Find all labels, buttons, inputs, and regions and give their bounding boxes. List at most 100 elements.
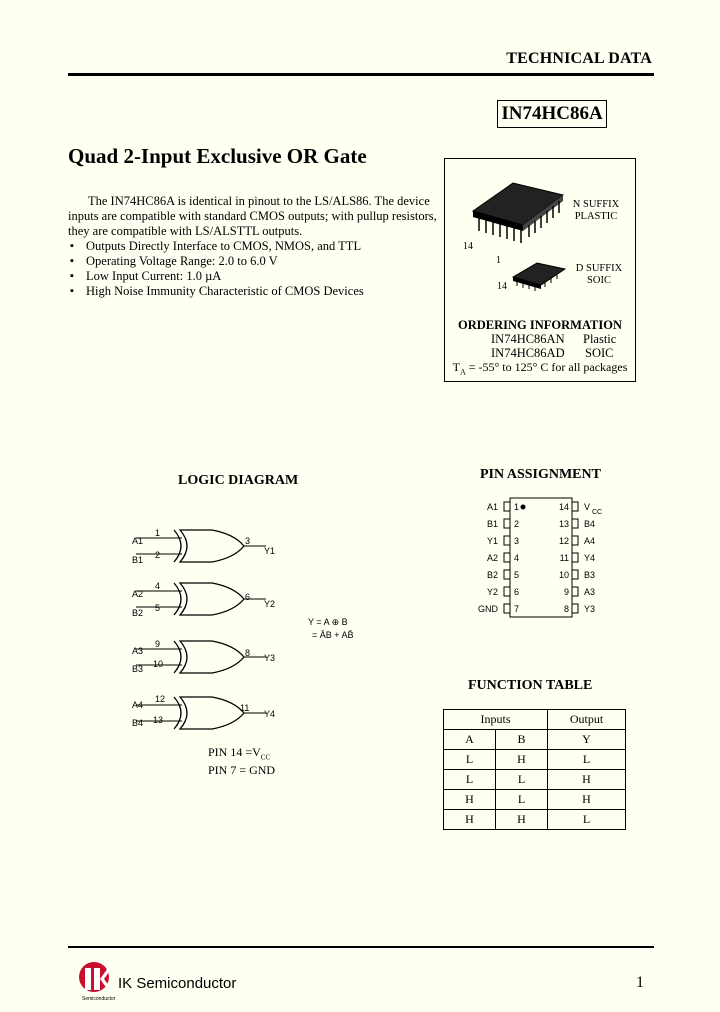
table-cell: L (443, 769, 496, 790)
feature-item: Operating Voltage Range: 2.0 to 6.0 V (68, 254, 438, 269)
package-ordering-box: 14 1 14 N SUFFIX PLASTIC D SUFFIX SOIC O… (444, 158, 636, 382)
pin-name-right: B4 (584, 519, 595, 529)
pin-number-left: 3 (514, 536, 519, 546)
temp-suffix: = -55° to 125° C for all packages (465, 360, 628, 374)
feature-item: Low Input Current: 1.0 µA (68, 269, 438, 284)
ordering-row-part: IN74HC86AN (491, 332, 565, 346)
n-suffix-type: PLASTIC (574, 211, 618, 222)
table-row: L H L (443, 749, 626, 770)
package-drawings: 14 1 14 (463, 182, 567, 292)
pin-gnd-note: PIN 7 = GND (208, 763, 276, 778)
pin-name-left: A2 (487, 553, 498, 563)
pin-vcc-text: PIN 14 =V (208, 745, 261, 759)
gate-pin-number: 11 (240, 703, 249, 713)
logo-wordmark: Semiconductor (82, 996, 116, 1002)
pin-stub-right (571, 501, 579, 512)
pin-stub-left (503, 518, 511, 529)
intro-paragraph: The IN74HC86A is identical in pinout to … (68, 194, 437, 238)
gate-input-label: A4 (132, 700, 143, 710)
pin-stub-right (571, 535, 579, 546)
pin-name-sub: CC (592, 509, 602, 516)
intro-section: The IN74HC86A is identical in pinout to … (68, 194, 438, 299)
function-table-title: FUNCTION TABLE (468, 678, 593, 693)
inputs-header: Inputs (443, 709, 548, 730)
ik-logo-icon (79, 962, 112, 992)
pin-number-right: 14 (559, 502, 569, 512)
pin-name-right: A4 (584, 536, 595, 546)
gate-pin-number: 1 (155, 528, 160, 538)
pin-number-left: 6 (514, 587, 519, 597)
gate-pin-number: 13 (153, 715, 163, 725)
gate-output-label: Y3 (264, 653, 275, 663)
pin-vcc-note: PIN 14 =VCC (208, 746, 275, 764)
function-table: Inputs Output A B Y L H L L L H H L H H … (443, 709, 626, 830)
table-cell: L (443, 749, 496, 770)
table-cell: H (495, 809, 548, 830)
gate-pin-number: 6 (245, 592, 250, 602)
table-cell: H (547, 769, 626, 790)
feature-item: High Noise Immunity Characteristic of CM… (68, 284, 438, 299)
temp-prefix: T (452, 360, 460, 374)
gate-pin-number: 3 (245, 536, 250, 546)
xor-equation-line2: = ĀB + AB̄ (312, 630, 354, 640)
column-header: A (443, 729, 496, 750)
d-suffix-type: SOIC (587, 275, 611, 286)
gate-output-label: Y1 (264, 546, 275, 556)
gate-pin-number: 4 (155, 581, 160, 591)
table-cell: H (547, 789, 626, 810)
column-header: B (495, 729, 548, 750)
pin-name-left: B2 (487, 570, 498, 580)
n-suffix-text: N SUFFIX (572, 199, 620, 210)
soic-pin14-label: 14 (497, 281, 507, 292)
d-suffix-label: D SUFFIX SOIC (563, 263, 635, 287)
d-suffix-text: D SUFFIX (575, 263, 623, 274)
table-row: H H L (443, 809, 626, 830)
gate-input-label: A1 (132, 536, 143, 546)
column-header: Y (547, 729, 626, 750)
pin-stub-right (571, 603, 579, 614)
pin-number-left: 1 (514, 502, 519, 512)
gate-pin-number: 12 (155, 694, 165, 704)
pin-number-right: 9 (564, 587, 569, 597)
pin-number-left: 4 (514, 553, 519, 563)
gate-input-label: B1 (132, 555, 143, 565)
gate-output-label: Y4 (264, 709, 275, 719)
feature-list: Outputs Directly Interface to CMOS, NMOS… (68, 239, 438, 299)
pin-name-left: GND (478, 604, 499, 614)
technical-data-label: TECHNICAL DATA (506, 50, 652, 67)
table-row: L L H (443, 769, 626, 790)
gate-input-label: A3 (132, 646, 143, 656)
output-header: Output (547, 709, 626, 730)
pin-name-right: V (584, 502, 590, 512)
logic-diagram-title: LOGIC DIAGRAM (178, 473, 299, 488)
pin-stub-right (571, 552, 579, 563)
ordering-row-pkg: Plastic (583, 332, 617, 346)
ordering-row-pkg: SOIC (585, 346, 614, 360)
table-row: H L H (443, 789, 626, 810)
pin-stub-left (503, 501, 511, 512)
footer-rule (68, 946, 654, 948)
pin-number-right: 8 (564, 604, 569, 614)
ordering-info-title: ORDERING INFORMATION (457, 318, 622, 332)
gate-input-label: A2 (132, 589, 143, 599)
pin-number-right: 10 (559, 570, 569, 580)
table-cell: L (495, 789, 548, 810)
dip-pin14-label: 14 (463, 241, 473, 252)
soic-package-image (511, 262, 567, 291)
header-rule (68, 73, 654, 76)
gate-pin-number: 5 (155, 603, 160, 613)
table-cell: L (495, 769, 548, 790)
dip-package-image (471, 182, 565, 243)
table-cell: H (443, 789, 496, 810)
pin-stub-right (571, 518, 579, 529)
pin-number-right: 13 (559, 519, 569, 529)
temperature-note: TA = -55° to 125° C for all packages (445, 360, 635, 376)
pin-stub-left (503, 603, 511, 614)
pin-name-left: B1 (487, 519, 498, 529)
page-number: 1 (636, 974, 644, 991)
xor-gate-4 (136, 696, 266, 730)
pin-name-left: Y2 (487, 587, 498, 597)
pin-name-left: Y1 (487, 536, 498, 546)
gate-input-label: B4 (132, 718, 143, 728)
logic-diagram: A1 B1 1 2 3 Y1 A2 B2 4 5 6 Y2 A3 B3 9 10… (132, 528, 354, 730)
